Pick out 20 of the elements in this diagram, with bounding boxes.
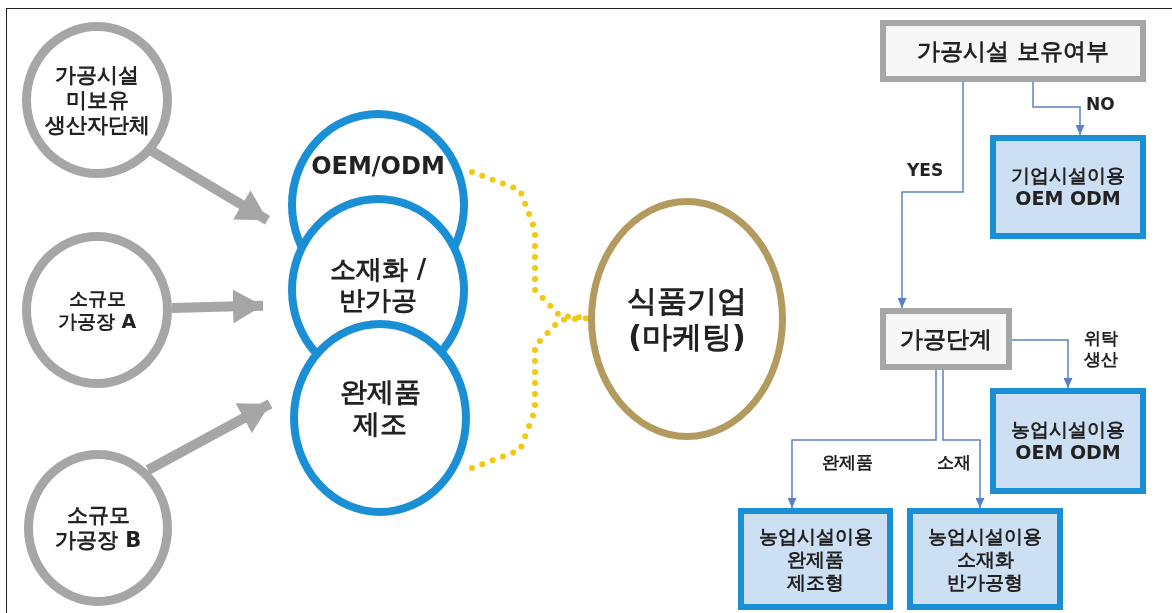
producer-circle: 소규모 가공장 A [22,232,172,388]
facility-box: 기업시설이용 OEM ODM [990,135,1146,239]
facility-box: 농업시설이용 OEM ODM [990,388,1146,494]
facility-box: 농업시설이용 소재화 반가공형 [907,508,1063,610]
producer-circle: 가공시설 미보유 생산자단체 [22,22,172,178]
circle-text: OEM/ODM [288,110,468,248]
company-circle: 식품기업 (마케팅) [588,198,786,440]
producer-circle: 소규모 가공장 B [24,450,172,606]
arrow [787,369,937,509]
arrow [942,369,985,509]
edge-label: 완제품 [820,452,875,473]
arrow [145,399,273,475]
arrow [171,289,264,324]
arrow [1011,339,1073,389]
edge-label: 위탁 생산 [1082,328,1120,370]
arrow [897,81,964,309]
facility-box: 농업시설이용 완제품 제조형 [738,508,893,610]
arrow [1032,81,1085,136]
decision-box: 가공단계 [880,308,1012,370]
decision-box: 가공시설 보유여부 [880,20,1146,82]
